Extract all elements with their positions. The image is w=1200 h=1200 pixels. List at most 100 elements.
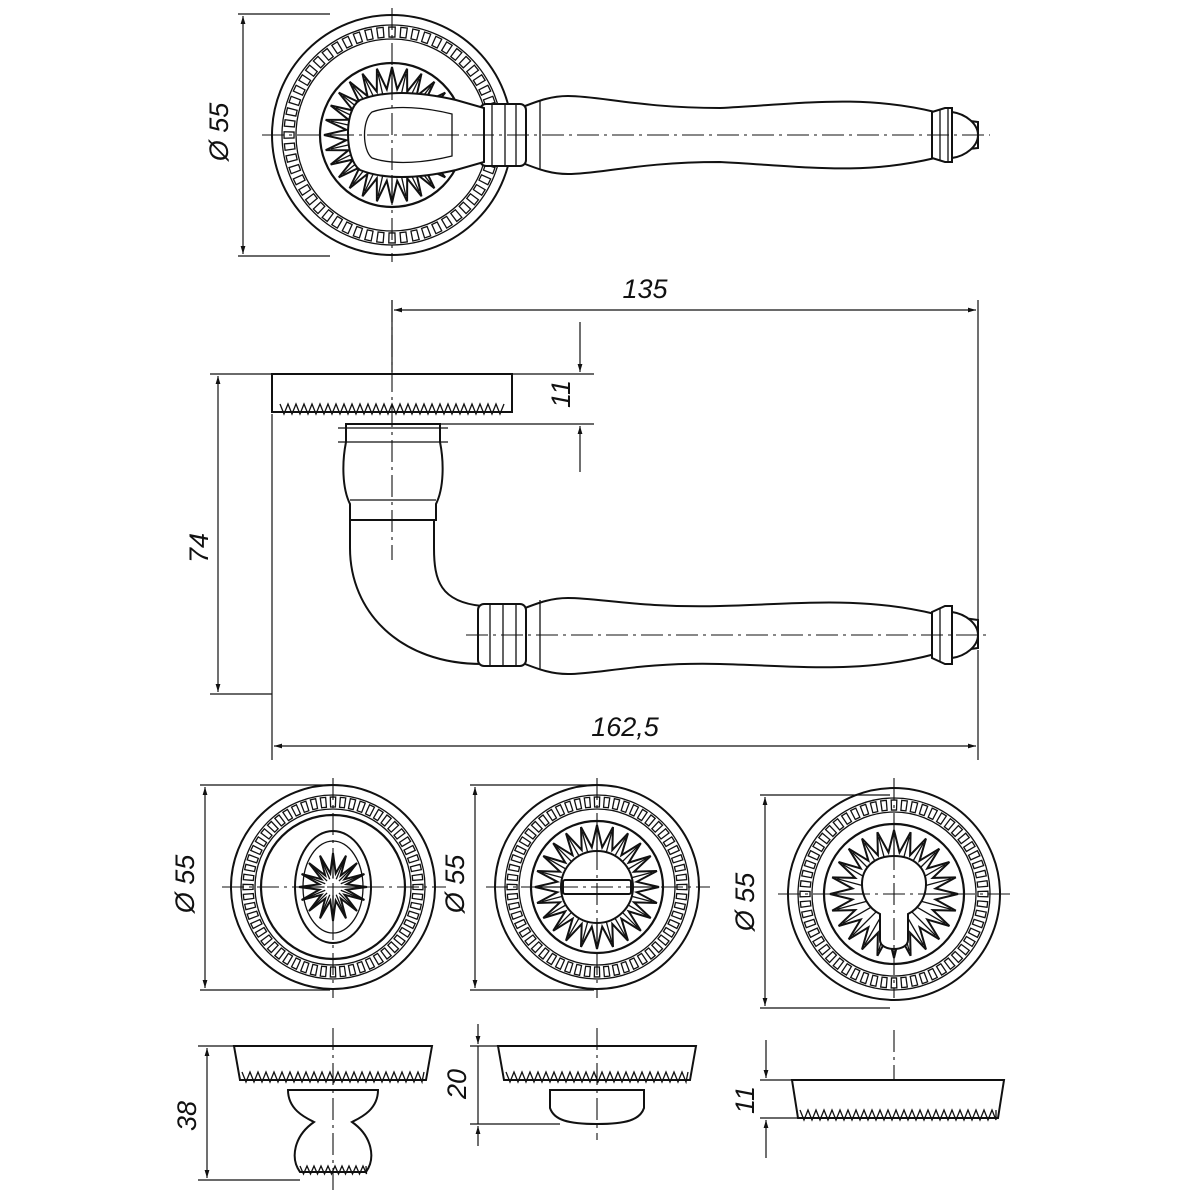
rose-bead [976, 879, 989, 888]
dimension-lever-length: 135 [622, 274, 668, 304]
rose-bead [472, 73, 487, 87]
rose-bead [962, 840, 976, 853]
rose-bead [859, 971, 870, 985]
rose-bead [657, 827, 670, 840]
rose-bead [321, 47, 335, 62]
rose-bead [943, 817, 956, 831]
dimension-turn-knob-height: 20 [442, 1069, 472, 1100]
rose-bead [243, 863, 257, 873]
rose-bead [840, 812, 853, 826]
rose-bead [309, 797, 319, 811]
rose-bead [411, 892, 424, 901]
rose-bead [918, 971, 929, 985]
rose-bead [628, 803, 640, 817]
dimension-wc-rose-diameter: Ø 55 [170, 854, 200, 915]
rose-bead [799, 879, 812, 888]
rose-bead [356, 800, 367, 814]
lever-arm-side [349, 519, 497, 665]
rose-bead [524, 827, 537, 840]
dimension-overall-length: 162,5 [591, 712, 660, 742]
rose-bead [398, 926, 412, 939]
rose-bead [249, 844, 263, 856]
lever-neck-side [342, 423, 444, 521]
rose-bead [957, 943, 971, 956]
rose-bead [890, 977, 898, 989]
dimension-wc-knob-height: 38 [172, 1101, 202, 1131]
cylinder-rose-front-view: Ø 55 [730, 778, 1012, 1009]
rose-bead [879, 976, 888, 989]
rose-bead [297, 183, 312, 197]
rose-bead [309, 963, 319, 977]
rose-bead [273, 947, 286, 960]
rose-bead [524, 934, 537, 947]
rose-bead [386, 940, 400, 954]
turn-rose-side-serration [505, 1070, 689, 1085]
wc-knob-side-profile: 38 [172, 1028, 434, 1192]
rose-bead [507, 863, 521, 873]
rose-bead [636, 952, 649, 966]
rose-bead [670, 910, 684, 921]
rose-bead [399, 26, 409, 39]
rose-bead [321, 208, 335, 223]
rose-bead [583, 965, 592, 978]
rose-bead [554, 957, 566, 971]
rose-bead [593, 796, 601, 808]
rose-bead [602, 796, 611, 809]
rose-bead [283, 131, 295, 139]
rose-bead [950, 824, 964, 838]
rose-plate-side [271, 373, 513, 413]
rose-bead [254, 926, 268, 939]
rose-bead [364, 957, 376, 971]
rose-bead [869, 974, 879, 988]
rose-bead [243, 901, 257, 911]
turn-knob-side-profile: 20 [442, 1024, 698, 1146]
rose-bead [465, 192, 480, 206]
rose-bead [620, 800, 631, 814]
rose-bead [657, 934, 670, 947]
rose-bead [799, 890, 811, 898]
rose-bead [375, 26, 385, 39]
rose-bead [364, 803, 376, 817]
dimension-cylinder-rose-diameter: Ø 55 [730, 872, 760, 933]
rose-bead [545, 952, 558, 966]
rose-bead [393, 934, 406, 947]
rose-bead [273, 814, 286, 827]
rose-bead [620, 960, 631, 974]
rose-bead [935, 812, 948, 826]
rose-bead [812, 935, 826, 948]
rose-bead [409, 863, 423, 873]
rose-bead [242, 883, 254, 891]
rose-bead [246, 910, 260, 921]
rose-bead [611, 797, 621, 811]
rose-bead [976, 900, 989, 909]
rose-bead [644, 947, 657, 960]
rose-bead [290, 803, 302, 817]
rose-bead [962, 935, 976, 948]
rose-bead [472, 183, 487, 197]
rose-bead [824, 824, 838, 838]
rose-bead [403, 844, 417, 856]
rose-bead [319, 796, 328, 809]
rose-bead [292, 174, 306, 186]
rose-bead [967, 927, 981, 939]
rose-bead [650, 820, 664, 834]
rose-bead [673, 863, 687, 873]
rose-bead [319, 965, 328, 978]
rose-bead [411, 873, 424, 882]
rose-bead [290, 957, 302, 971]
rose-bead [974, 909, 988, 919]
rose-bead [611, 963, 621, 977]
rose-bead [338, 796, 347, 809]
rose-bead [849, 807, 861, 821]
rose-bead [341, 221, 353, 235]
rose-bead [440, 215, 454, 230]
rose-bead [667, 918, 681, 930]
rose-bead [510, 910, 524, 921]
rose-bead [971, 859, 985, 870]
rose-bead [242, 892, 255, 901]
rose-bead [832, 957, 845, 971]
rose-bead [341, 35, 353, 49]
rose-bead [799, 900, 812, 909]
rose-bead [506, 873, 519, 882]
